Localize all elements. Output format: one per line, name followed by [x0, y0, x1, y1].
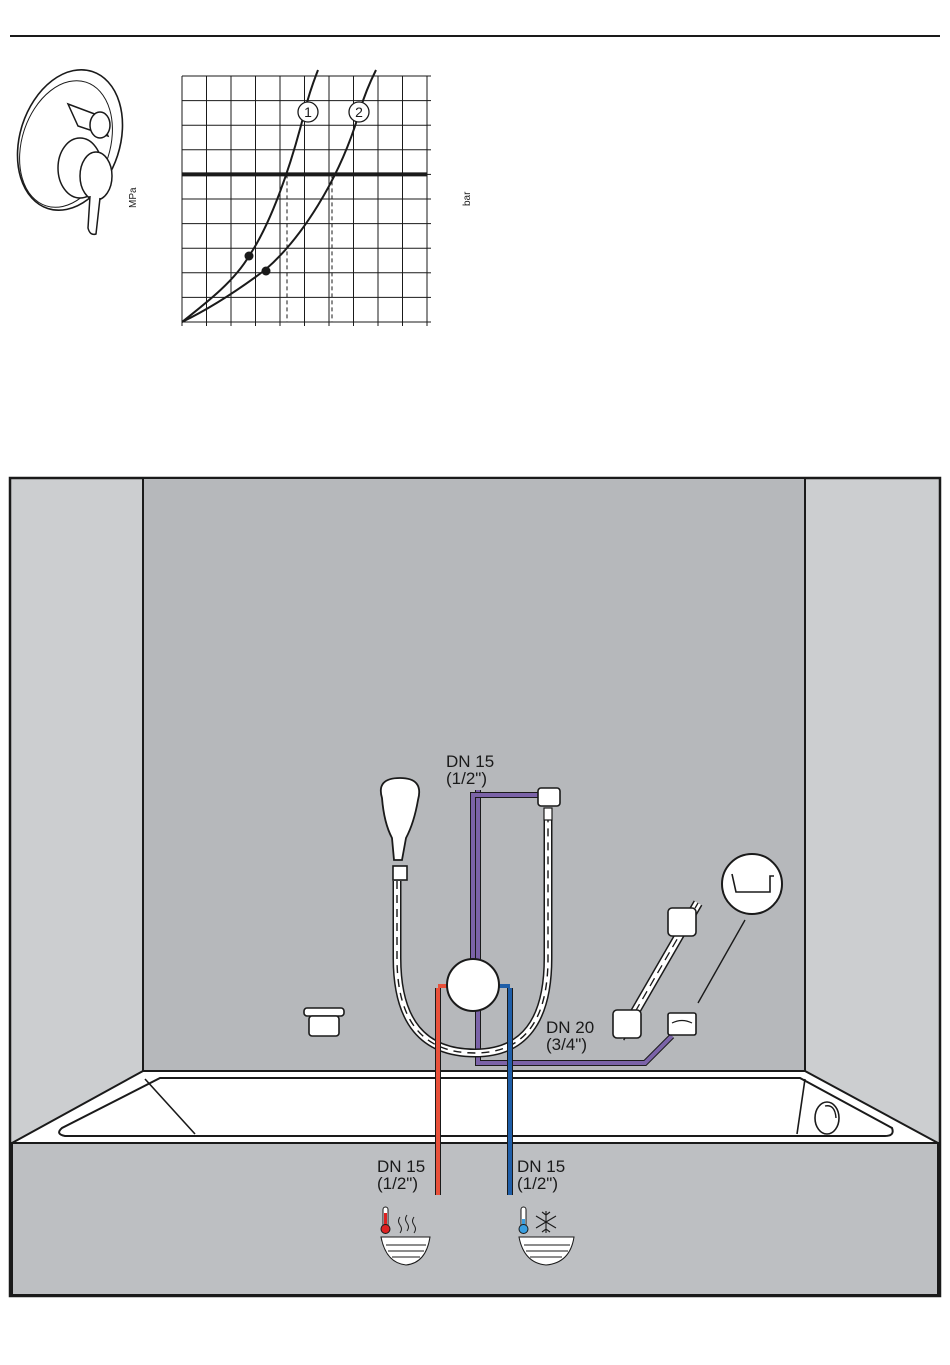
cold-supply-label: DN 15 (1/2")	[517, 1158, 565, 1192]
filler-pipe-label: DN 20 (3/4")	[546, 1019, 594, 1053]
thermometer-bulb	[519, 1225, 528, 1234]
curve-2-point	[262, 267, 271, 276]
filler-pipe-size: DN 20	[546, 1019, 594, 1036]
bath-spout	[668, 1013, 696, 1035]
hot-supply-inch: (1/2")	[377, 1175, 425, 1192]
curve-marker-label: 2	[355, 104, 363, 120]
mixer-body	[447, 959, 499, 1011]
shelf-top	[304, 1008, 344, 1016]
top-rule	[10, 35, 940, 37]
bathtub-callout-circle	[722, 854, 782, 914]
hand-shower-connector	[393, 866, 407, 880]
curve-1	[182, 70, 318, 322]
wall-outlet-elbow	[538, 788, 560, 806]
rail-bracket-bottom	[613, 1010, 641, 1038]
hot-supply-label: DN 15 (1/2")	[377, 1158, 425, 1192]
bathtub-basin	[59, 1078, 893, 1136]
rail-bracket-top	[668, 908, 696, 936]
outlet-pipe-size: DN 15	[446, 753, 494, 770]
wall-outlet-nut	[544, 808, 552, 820]
bathtub-front-panel	[12, 1143, 938, 1295]
shelf-body	[309, 1016, 339, 1036]
cold-supply-inch: (1/2")	[517, 1175, 565, 1192]
installation-diagram	[10, 478, 940, 1298]
curve-marker-label: 1	[304, 104, 312, 120]
mixer-trim-illustration	[8, 68, 128, 243]
filler-pipe-inch: (3/4")	[546, 1036, 594, 1053]
curve-1-point	[245, 252, 254, 261]
thermometer-bulb	[381, 1225, 390, 1234]
outlet-pipe-label: DN 15 (1/2")	[446, 753, 494, 787]
outlet-pipe-inch: (1/2")	[446, 770, 494, 787]
mpa-axis-label: MPa	[128, 187, 139, 208]
bar-axis-label: bar	[462, 192, 473, 206]
hot-supply-size: DN 15	[377, 1158, 425, 1175]
cold-supply-size: DN 15	[517, 1158, 565, 1175]
